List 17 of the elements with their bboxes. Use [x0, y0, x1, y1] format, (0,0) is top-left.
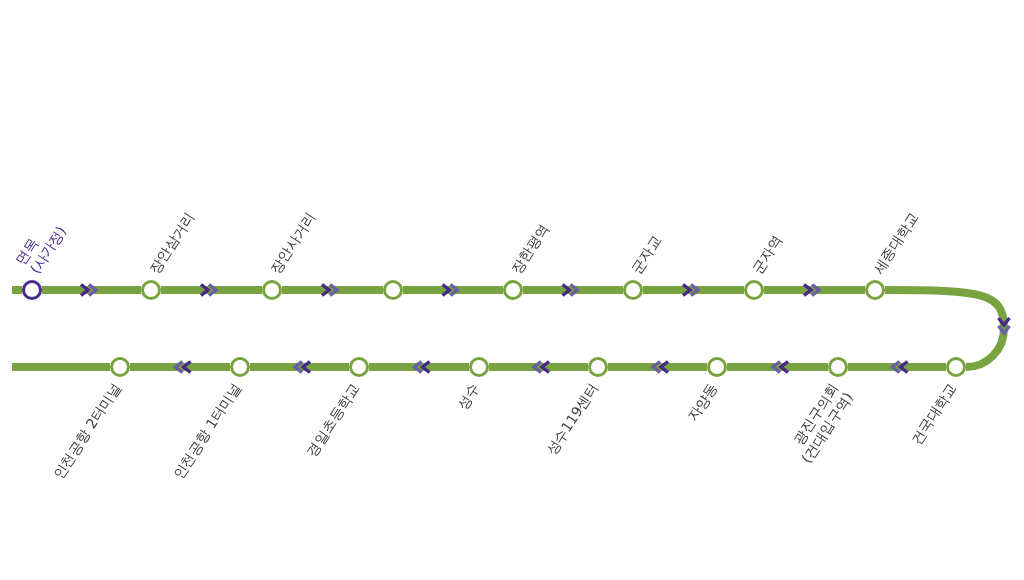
- station-circle: [383, 280, 403, 300]
- route-line: [403, 283, 503, 297]
- route-line: [130, 360, 230, 374]
- route-line: [42, 283, 141, 297]
- route-line: [727, 360, 828, 374]
- route-line: [885, 286, 1011, 371]
- route-line: [161, 283, 262, 297]
- route-line: [369, 360, 469, 374]
- route-line: [282, 283, 383, 297]
- route-line: [643, 283, 744, 297]
- route-line: [764, 283, 865, 297]
- station-name: 성수: [453, 380, 484, 413]
- route-line: [523, 283, 623, 297]
- route-line: [608, 360, 707, 374]
- route-line: [848, 360, 946, 374]
- route-line: [489, 360, 588, 374]
- route-line: [250, 360, 349, 374]
